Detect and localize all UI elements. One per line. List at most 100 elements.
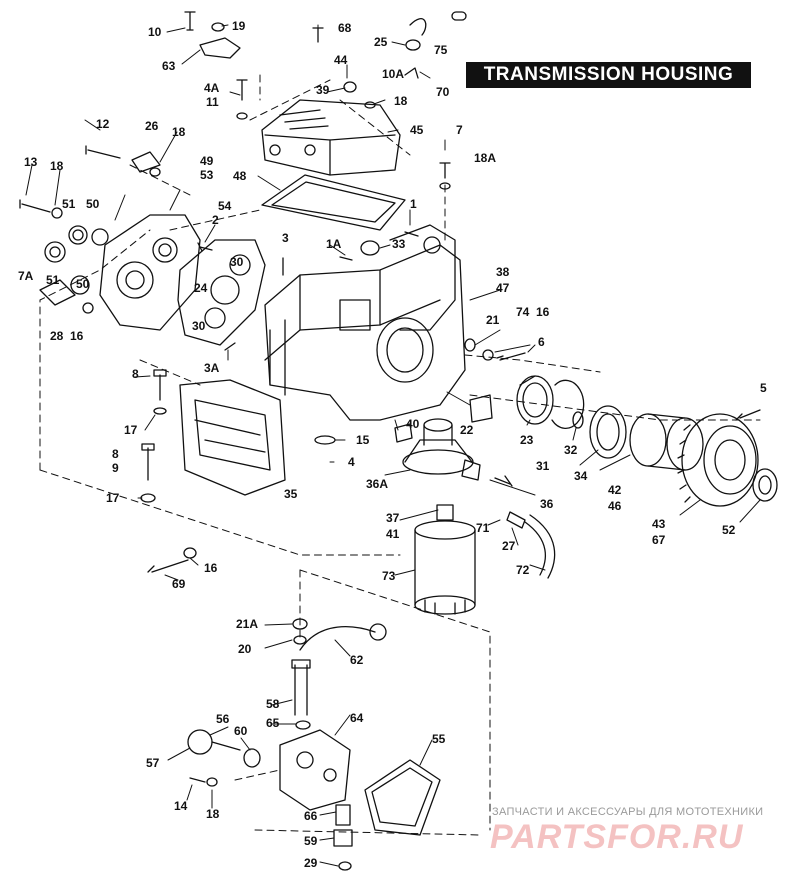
callout-54: 54: [218, 199, 232, 213]
callout-5: 5: [760, 381, 767, 395]
pipe-end: [369, 623, 387, 641]
callout-48: 48: [233, 169, 247, 183]
dowel-pins: [197, 231, 419, 351]
breather-cap: [451, 11, 467, 21]
dowel-40: [394, 423, 413, 443]
callout-58: 58: [266, 697, 280, 711]
hose-clamp: [506, 511, 526, 529]
callout-17: 17: [124, 423, 138, 437]
diagram-title: TRANSMISSION HOUSING: [466, 62, 751, 88]
callout-51: 51: [62, 197, 76, 211]
callout-14: 14: [174, 799, 188, 813]
retaining-ring: [551, 379, 585, 429]
oil-hose: [524, 521, 546, 576]
mounting-bracket: [199, 37, 241, 59]
clamp-28: [39, 279, 76, 306]
lock-nut: [752, 468, 778, 502]
callout-62: 62: [350, 653, 364, 667]
callout-64: 64: [350, 711, 364, 725]
o-ring-60: [243, 748, 261, 768]
clip-26: [131, 151, 161, 173]
bushing: [469, 394, 493, 423]
breather-hose: [409, 18, 427, 36]
callout-33: 33: [392, 237, 406, 251]
oil-hose-inner: [529, 514, 556, 579]
callout-55: 55: [432, 732, 446, 746]
callout-65: 65: [266, 716, 280, 730]
callout-30: 30: [230, 255, 244, 269]
callout-74: 74: [516, 305, 530, 319]
callout-18: 18: [394, 94, 408, 108]
callout-43: 43: [652, 517, 666, 531]
callout-12: 12: [96, 117, 110, 131]
callout-35: 35: [284, 487, 298, 501]
top-gasket: [261, 174, 406, 231]
side-cover-left: [99, 214, 201, 331]
callout-29: 29: [304, 856, 318, 870]
bottom-cover: [179, 379, 286, 496]
callout-3a: 3A: [204, 361, 220, 375]
callout-15: 15: [356, 433, 370, 447]
callout-30-b: 30: [192, 319, 206, 333]
callout-22: 22: [460, 423, 474, 437]
oil-filter: [414, 504, 476, 615]
callout-49: 49: [200, 154, 214, 168]
callout-42: 42: [608, 483, 622, 497]
callout-75: 75: [434, 43, 448, 57]
callout-34: 34: [574, 469, 588, 483]
watermark-logo: PARTSFOR.RU: [490, 818, 744, 856]
callout-18a: 18A: [474, 151, 497, 165]
top-cover: [261, 99, 401, 176]
callout-18-d: 18: [206, 807, 220, 821]
callout-4a: 4A: [204, 81, 220, 95]
side-cover-plate: [177, 239, 266, 346]
callout-36: 36: [540, 497, 554, 511]
callout-7a: 7A: [18, 269, 34, 283]
callout-23: 23: [520, 433, 534, 447]
callout-17-b: 17: [106, 491, 120, 505]
callout-37: 37: [386, 511, 400, 525]
callout-13: 13: [24, 155, 38, 169]
callout-18-b: 18: [172, 125, 186, 139]
callout-8: 8: [132, 367, 139, 381]
callout-71: 71: [476, 521, 490, 535]
callout-27: 27: [502, 539, 516, 553]
callout-26: 26: [145, 119, 159, 133]
callout-60: 60: [234, 724, 248, 738]
callout-19: 19: [232, 19, 246, 33]
callout-28: 28: [50, 329, 64, 343]
vent-elbow: [404, 67, 419, 79]
callout-1a: 1A: [326, 237, 342, 251]
callout-31: 31: [536, 459, 550, 473]
cap-59: [333, 829, 353, 847]
callout-40: 40: [406, 417, 420, 431]
callout-44: 44: [334, 53, 348, 67]
callout-52: 52: [722, 523, 736, 537]
callout-39: 39: [316, 83, 330, 97]
callout-16-b: 16: [536, 305, 550, 319]
callout-21: 21: [486, 313, 500, 327]
callout-72: 72: [516, 563, 530, 577]
callout-10: 10: [148, 25, 162, 39]
callout-63: 63: [162, 59, 176, 73]
callout-59: 59: [304, 834, 318, 848]
callout-57: 57: [146, 756, 160, 770]
callout-21a: 21A: [236, 617, 259, 631]
bolts: [19, 11, 761, 783]
callout-41: 41: [386, 527, 400, 541]
callout-51-b: 51: [46, 273, 60, 287]
oil-pump-assembly: [279, 659, 351, 811]
callout-8-b: 8: [112, 447, 119, 461]
plug-66: [335, 804, 351, 826]
oil-filter-adapter: [402, 418, 481, 481]
callout-38: 38: [496, 265, 510, 279]
fitting-36: [494, 475, 513, 487]
transmission-sprocket: [677, 413, 759, 507]
callout-9: 9: [112, 461, 119, 475]
washers: [44, 22, 494, 871]
oil-seal: [589, 405, 627, 459]
callout-69: 69: [172, 577, 186, 591]
callout-25: 25: [374, 35, 388, 49]
callout-6: 6: [538, 335, 545, 349]
callout-11: 11: [206, 95, 219, 109]
